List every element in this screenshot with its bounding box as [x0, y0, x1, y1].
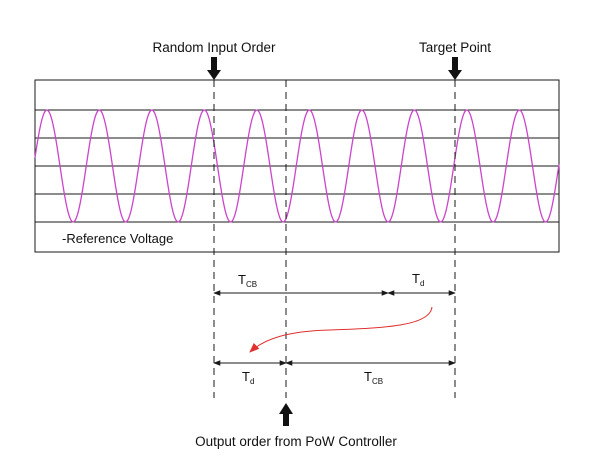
output-order-up-arrow	[279, 403, 293, 426]
td-upper-label: Td	[412, 271, 424, 288]
tcb-lower-label: TCB	[364, 369, 383, 386]
output-order-label: Output order from PoW Controller	[195, 434, 397, 449]
target-point-label: Target Point	[419, 40, 491, 55]
grid-lines	[35, 109, 559, 223]
input-order-down-arrow	[207, 57, 221, 80]
td-lower-label: Td	[242, 369, 254, 386]
reference-voltage-sine-wave	[34, 109, 560, 223]
delay-shift-curved-arrow	[249, 306, 433, 353]
dashed-time-markers	[213, 80, 456, 398]
tcb-upper-label: TCB	[238, 272, 257, 289]
reference-voltage-label: -Reference Voltage	[62, 231, 173, 246]
random-input-order-label: Random Input Order	[152, 40, 276, 55]
target-point-down-arrow	[448, 57, 462, 80]
